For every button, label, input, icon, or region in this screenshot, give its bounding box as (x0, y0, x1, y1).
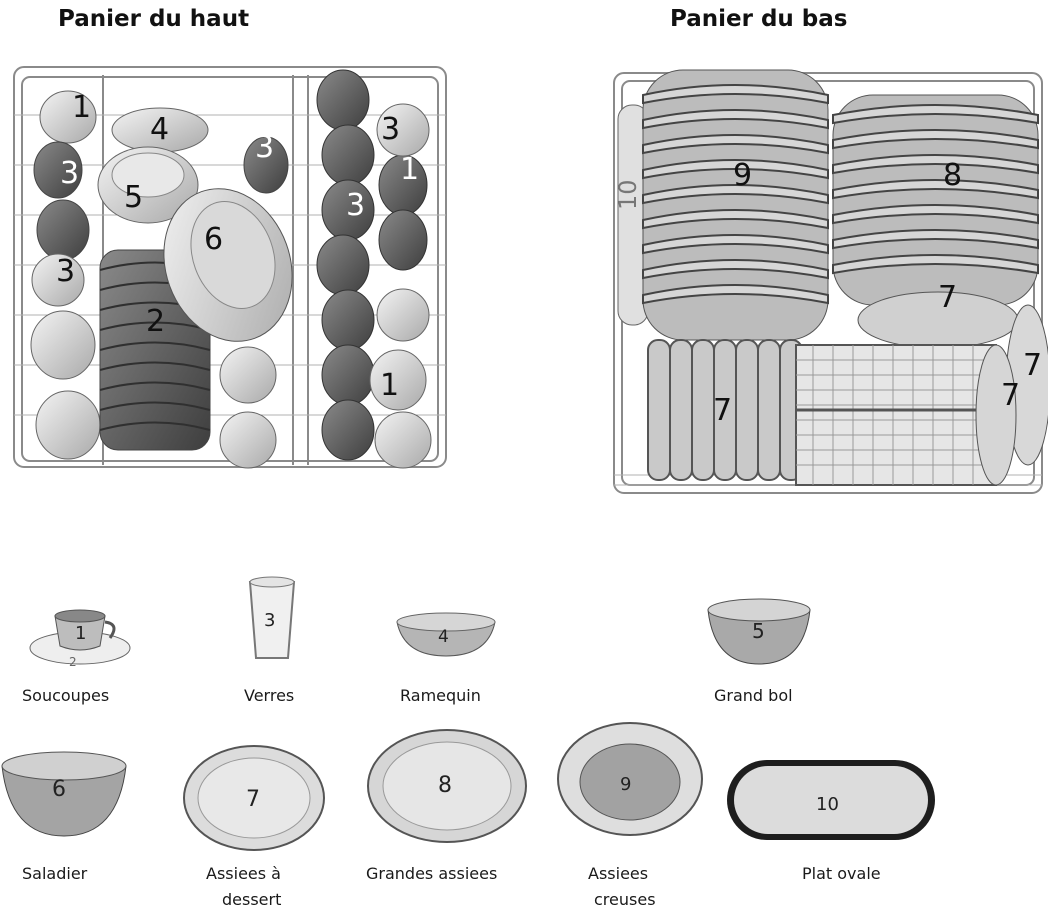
glass-icon: 3 (248, 576, 296, 659)
large-plate-stack (832, 94, 1039, 306)
salad-bowl-icon: 6 (1, 751, 127, 837)
bottom-basket-numbers: 10 9 8 7 7 7 7 (614, 158, 1042, 428)
large-bowl-icon: 5 (707, 598, 811, 665)
bottom-number-7b: 7 (713, 393, 732, 428)
legend-number-2: 2 (69, 655, 77, 668)
legend-number-4: 4 (438, 627, 449, 647)
left-column-items (30, 90, 101, 460)
top-number-1a: 1 (72, 90, 91, 125)
bottom-basket-title: Panier du bas (670, 6, 848, 32)
legend-label-dessert-line2: dessert (222, 890, 282, 909)
legend-label-verres: Verres (244, 686, 295, 705)
top-number-5: 5 (124, 180, 143, 215)
legend-label-grandes-assiees: Grandes assiees (366, 864, 498, 883)
top-number-2: 2 (146, 304, 165, 339)
top-number-3a: 3 (60, 156, 79, 191)
cutlery-basket (795, 344, 997, 486)
large-plate-icon: 8 (367, 729, 527, 843)
bottom-basket-diagram: 10 9 8 7 7 7 7 (613, 69, 1048, 494)
oval-dish-icon: 10 (727, 760, 935, 840)
legend-label-dessert-line1: Assiees à (206, 864, 281, 883)
soup-plate-stack (642, 69, 829, 341)
bottom-number-8: 8 (943, 158, 962, 193)
top-basket-diagram: 1 4 3 3 5 6 3 1 3 3 1 2 1 (8, 55, 447, 469)
bottom-number-7d: 7 (1023, 348, 1042, 383)
dessert-plate-rack (647, 339, 803, 481)
legend-number-7: 7 (246, 787, 260, 812)
legend-number-1: 1 (75, 623, 86, 644)
cup-and-saucer-icon: 1 2 (29, 609, 131, 668)
bottom-number-7c: 7 (1001, 378, 1020, 413)
legend-label-creuses-line1: Assiees (588, 864, 649, 883)
bottom-number-10: 10 (614, 179, 642, 210)
ramekin-icon: 4 (396, 612, 496, 657)
legend-label-soucoupes: Soucoupes (22, 686, 110, 705)
legend-label-saladier: Saladier (22, 864, 88, 883)
legend-label-plat-ovale: Plat ovale (802, 864, 881, 883)
legend-number-10: 10 (816, 794, 839, 815)
top-number-1c: 3 (56, 254, 75, 289)
legend-label-creuses-line2: creuses (594, 890, 656, 909)
top-number-3c: 1 (400, 152, 419, 187)
bottom-number-7a: 7 (938, 280, 957, 315)
top-number-3b: 3 (255, 130, 274, 165)
soup-plate-icon: 9 (557, 722, 703, 836)
top-basket-numbers: 1 4 3 3 5 6 3 1 3 3 1 2 1 (8, 55, 419, 403)
legend-number-3: 3 (264, 610, 275, 631)
top-number-extra: 1 (8, 55, 27, 63)
legend-label-ramequin: Ramequin (400, 686, 481, 705)
legend-number-5: 5 (752, 619, 765, 643)
top-number-3d: 3 (346, 188, 365, 223)
top-number-1b: 3 (381, 112, 400, 147)
top-number-1d: 1 (380, 368, 399, 403)
legend-number-6: 6 (52, 777, 66, 802)
legend-label-grand-bol: Grand bol (714, 686, 793, 705)
right-column-glasses (316, 69, 428, 461)
top-number-6: 6 (204, 222, 223, 257)
top-number-4: 4 (150, 112, 169, 147)
bottom-number-9: 9 (733, 158, 752, 193)
top-basket-title: Panier du haut (58, 6, 250, 32)
legend-number-8: 8 (438, 773, 452, 798)
legend-number-9: 9 (620, 774, 631, 795)
dessert-plate-icon: 7 (183, 745, 325, 851)
